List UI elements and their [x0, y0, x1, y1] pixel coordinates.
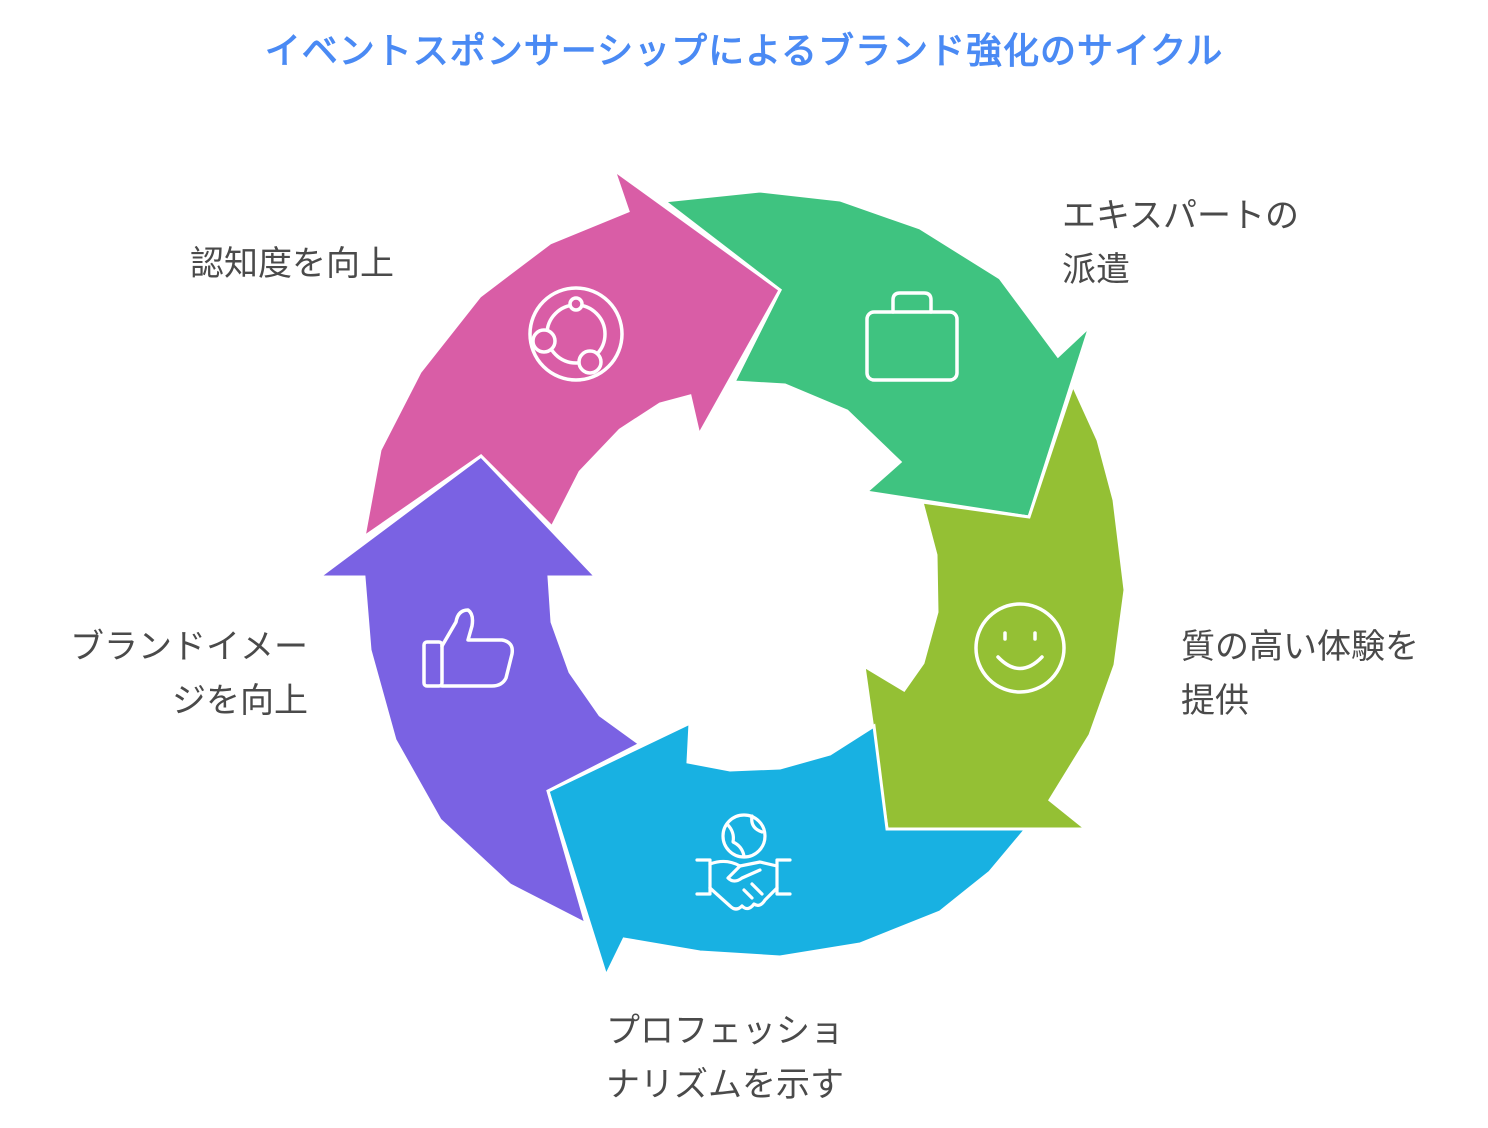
step-label-line: ナリズムを示す	[606, 1065, 844, 1105]
step-label-professionalism: プロフェッショ ナリズムを示す	[606, 1004, 844, 1112]
handshake-globe-icon	[695, 813, 792, 911]
step-label-line: 質の高い体験を	[1181, 627, 1419, 667]
cycle-segment-brand-image	[314, 454, 643, 927]
step-label-line: 提供	[1181, 681, 1249, 721]
briefcase-icon	[865, 291, 959, 382]
step-label-quality: 質の高い体験を 提供	[1181, 620, 1419, 728]
target-circles-icon	[528, 286, 624, 382]
step-label-line: ジを向上	[172, 681, 308, 721]
step-label-expert: エキスパートの 派遣	[1062, 189, 1299, 297]
cycle-segment-awareness	[361, 166, 782, 541]
step-label-awareness: 認知度を向上	[190, 237, 394, 291]
step-label-line: 派遣	[1062, 250, 1130, 290]
step-label-line: プロフェッショ	[606, 1011, 844, 1051]
thumbs-up-icon	[422, 608, 515, 688]
step-label-line: 認知度を向上	[190, 244, 394, 284]
step-label-line: エキスパートの	[1062, 196, 1299, 236]
step-label-brand-image: ブランドイメー ジを向上	[34, 620, 308, 728]
step-label-line: ブランドイメー	[70, 627, 308, 667]
page-title: イベントスポンサーシップによるブランド強化のサイクル	[264, 31, 1224, 72]
smiley-icon	[974, 602, 1066, 694]
